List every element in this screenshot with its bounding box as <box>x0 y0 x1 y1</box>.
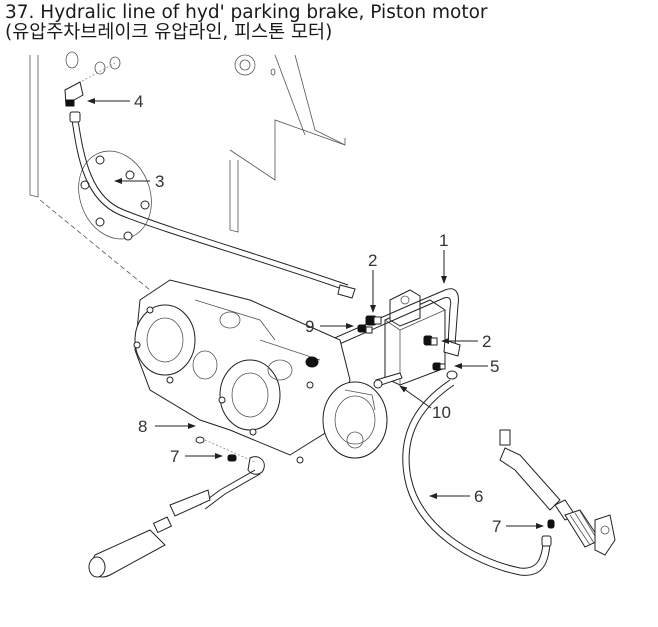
callout-7-right: 7 <box>492 517 501 536</box>
flange <box>78 150 152 241</box>
brake-hose <box>402 379 552 576</box>
callout-5: 5 <box>490 357 499 376</box>
callout-4: 4 <box>134 92 143 111</box>
diagram-subtitle-korean: (유압주차브레이크 유압라인, 피스톤 모터) <box>5 22 333 43</box>
diagram-title: 37. Hydralic line of hyd' parking brake,… <box>5 2 488 23</box>
elbow-fitting <box>64 81 84 107</box>
callout-10: 10 <box>432 403 451 422</box>
hose-main <box>69 111 356 299</box>
brake-cylinder <box>499 429 616 556</box>
callout-2-top: 2 <box>368 251 377 270</box>
fittings-cluster <box>357 315 458 380</box>
callout-1: 1 <box>439 231 448 250</box>
callout-labels: 4 3 1 2 9 2 5 10 6 7 8 7 <box>134 92 501 536</box>
callout-9: 9 <box>305 317 314 336</box>
callout-2-right: 2 <box>482 332 491 351</box>
washers <box>65 51 121 86</box>
valve-block <box>329 288 461 386</box>
drive-shaft <box>88 436 265 578</box>
piston-motor <box>133 279 388 464</box>
callout-leaders <box>87 98 544 529</box>
callout-3: 3 <box>155 172 164 191</box>
chassis-frame <box>29 54 346 291</box>
callout-6: 6 <box>474 487 483 506</box>
pipe-part <box>373 372 403 389</box>
callout-7-left: 7 <box>170 447 179 466</box>
callout-8: 8 <box>138 417 147 436</box>
